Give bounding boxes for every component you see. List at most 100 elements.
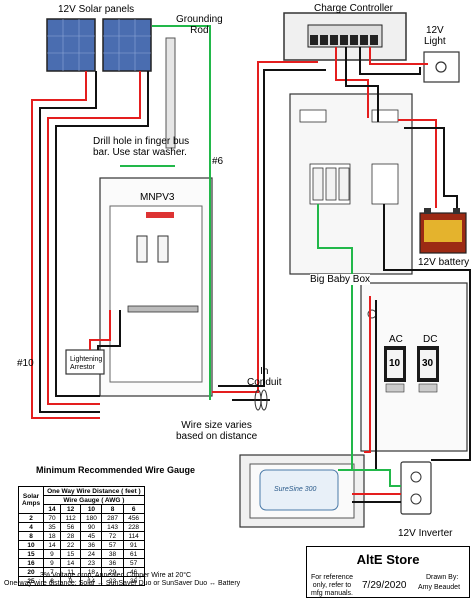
distance-cell: 22 bbox=[59, 540, 82, 550]
amps-cell: 4 bbox=[17, 522, 45, 532]
dc-label: DC bbox=[423, 334, 438, 345]
solar-panel-left bbox=[46, 18, 96, 72]
distance-cell: 6 bbox=[43, 576, 61, 586]
inverter bbox=[239, 454, 365, 528]
amps-header: Solar Amps bbox=[17, 486, 45, 514]
distance-cell: 9 bbox=[43, 558, 61, 568]
distance-cell: 180 bbox=[80, 513, 103, 523]
company-name: AltE Store bbox=[356, 552, 420, 567]
gauge-cell: 8 bbox=[101, 504, 124, 514]
date: 7/29/2020 bbox=[362, 580, 407, 591]
solar-panel-right bbox=[102, 18, 152, 72]
light-label: 12V Light bbox=[424, 25, 446, 47]
distance-cell: 36 bbox=[122, 576, 145, 586]
inverter-brand: SureSine 300 bbox=[274, 486, 317, 493]
wire-table-title: Minimum Recommended Wire Gauge bbox=[36, 465, 195, 475]
breaker-ac: 10 bbox=[389, 358, 401, 369]
distance-cell: 72 bbox=[101, 531, 124, 541]
distance-cell: 35 bbox=[43, 522, 61, 532]
big-baby-box-label: Big Baby Box bbox=[310, 274, 371, 285]
battery bbox=[419, 208, 467, 254]
amps-cell: 8 bbox=[17, 531, 45, 541]
distance-cell: 456 bbox=[122, 513, 145, 523]
breaker-dc: 30 bbox=[422, 358, 434, 369]
distance-cell: 23 bbox=[80, 558, 103, 568]
distance-cell: 70 bbox=[43, 513, 61, 523]
distance-cell: 114 bbox=[122, 531, 145, 541]
amps-cell: 25 bbox=[17, 576, 45, 586]
big-baby-box bbox=[289, 93, 413, 275]
battery-label: 12V battery bbox=[418, 257, 470, 268]
distance-cell: 143 bbox=[101, 522, 124, 532]
grounding-rod bbox=[165, 37, 176, 149]
amps-cell: 15 bbox=[17, 549, 45, 559]
distance-cell: 91 bbox=[122, 540, 145, 550]
lightning-arrestor bbox=[65, 349, 105, 375]
mnpv3-label: MNPV3 bbox=[140, 192, 175, 203]
wire6-label: #6 bbox=[212, 156, 224, 167]
distance-cell: 36 bbox=[101, 558, 124, 568]
drill-note: Drill hole in finger bus bar. Use star w… bbox=[93, 136, 190, 158]
light-12v bbox=[423, 51, 460, 83]
distance-cell: 18 bbox=[43, 531, 61, 541]
lightning-label: Lightening Arrestor bbox=[70, 356, 103, 371]
distance-cell: 90 bbox=[80, 522, 103, 532]
distance-cell: 14 bbox=[43, 540, 61, 550]
conduit-marker bbox=[260, 389, 268, 411]
distance-cell: 9 bbox=[43, 549, 61, 559]
distance-cell: 57 bbox=[122, 558, 145, 568]
in-conduit-label: In Conduit bbox=[247, 366, 282, 388]
amps-cell: 10 bbox=[17, 540, 45, 550]
ac-dc-breaker-box bbox=[360, 282, 468, 452]
distance-cell: 61 bbox=[122, 549, 145, 559]
gauge-cell: 14 bbox=[43, 504, 61, 514]
solar-panels-label: 12V Solar panels bbox=[58, 4, 135, 15]
amps-cell: 2 bbox=[17, 513, 45, 523]
distance-cell: 24 bbox=[80, 549, 103, 559]
wires bbox=[31, 25, 471, 503]
distance-header: One Way Wire Distance ( feet ) bbox=[43, 486, 145, 496]
ac-label: AC bbox=[389, 334, 403, 345]
distance-cell: 15 bbox=[59, 549, 82, 559]
gauge-cell: 6 bbox=[122, 504, 145, 514]
ac-outlet bbox=[400, 461, 432, 515]
grounding-rod-label: Grounding Rod bbox=[176, 14, 223, 36]
table-footnote-2: One-way wire distance: Solar ↔ SunSaver … bbox=[4, 580, 241, 587]
inverter-label: 12V Inverter bbox=[398, 528, 453, 539]
gauge-cell: 12 bbox=[59, 504, 82, 514]
wire-size-note: Wire size varies based on distance bbox=[176, 420, 258, 442]
table-footnote-1: 3% Voltage drop, Annealed Copper Wire at… bbox=[40, 572, 192, 579]
distance-cell: 45 bbox=[80, 531, 103, 541]
drawn-by-label: Drawn By: bbox=[426, 574, 459, 581]
drawn-by: Amy Beaudet bbox=[418, 584, 461, 591]
distance-cell: 28 bbox=[59, 531, 82, 541]
distance-cell: 287 bbox=[101, 513, 124, 523]
charge-controller-label: Charge Controller bbox=[314, 3, 393, 14]
distance-cell: 36 bbox=[80, 540, 103, 550]
gauge-cell: 10 bbox=[80, 504, 103, 514]
distance-cell: 228 bbox=[122, 522, 145, 532]
mnpv3-box bbox=[99, 177, 213, 397]
distance-cell: 14 bbox=[59, 558, 82, 568]
title-block: AltE Store bbox=[306, 546, 470, 598]
wire10-label: #10 bbox=[17, 358, 34, 369]
gauge-header: Wire Gauge ( AWG ) bbox=[43, 495, 145, 505]
reference-note: For reference only, refer to mfg manuals… bbox=[310, 574, 354, 597]
distance-cell: 38 bbox=[101, 549, 124, 559]
amps-cell: 16 bbox=[17, 558, 45, 568]
distance-cell: 56 bbox=[59, 522, 82, 532]
distance-cell: 57 bbox=[101, 540, 124, 550]
distance-cell: 112 bbox=[59, 513, 82, 523]
